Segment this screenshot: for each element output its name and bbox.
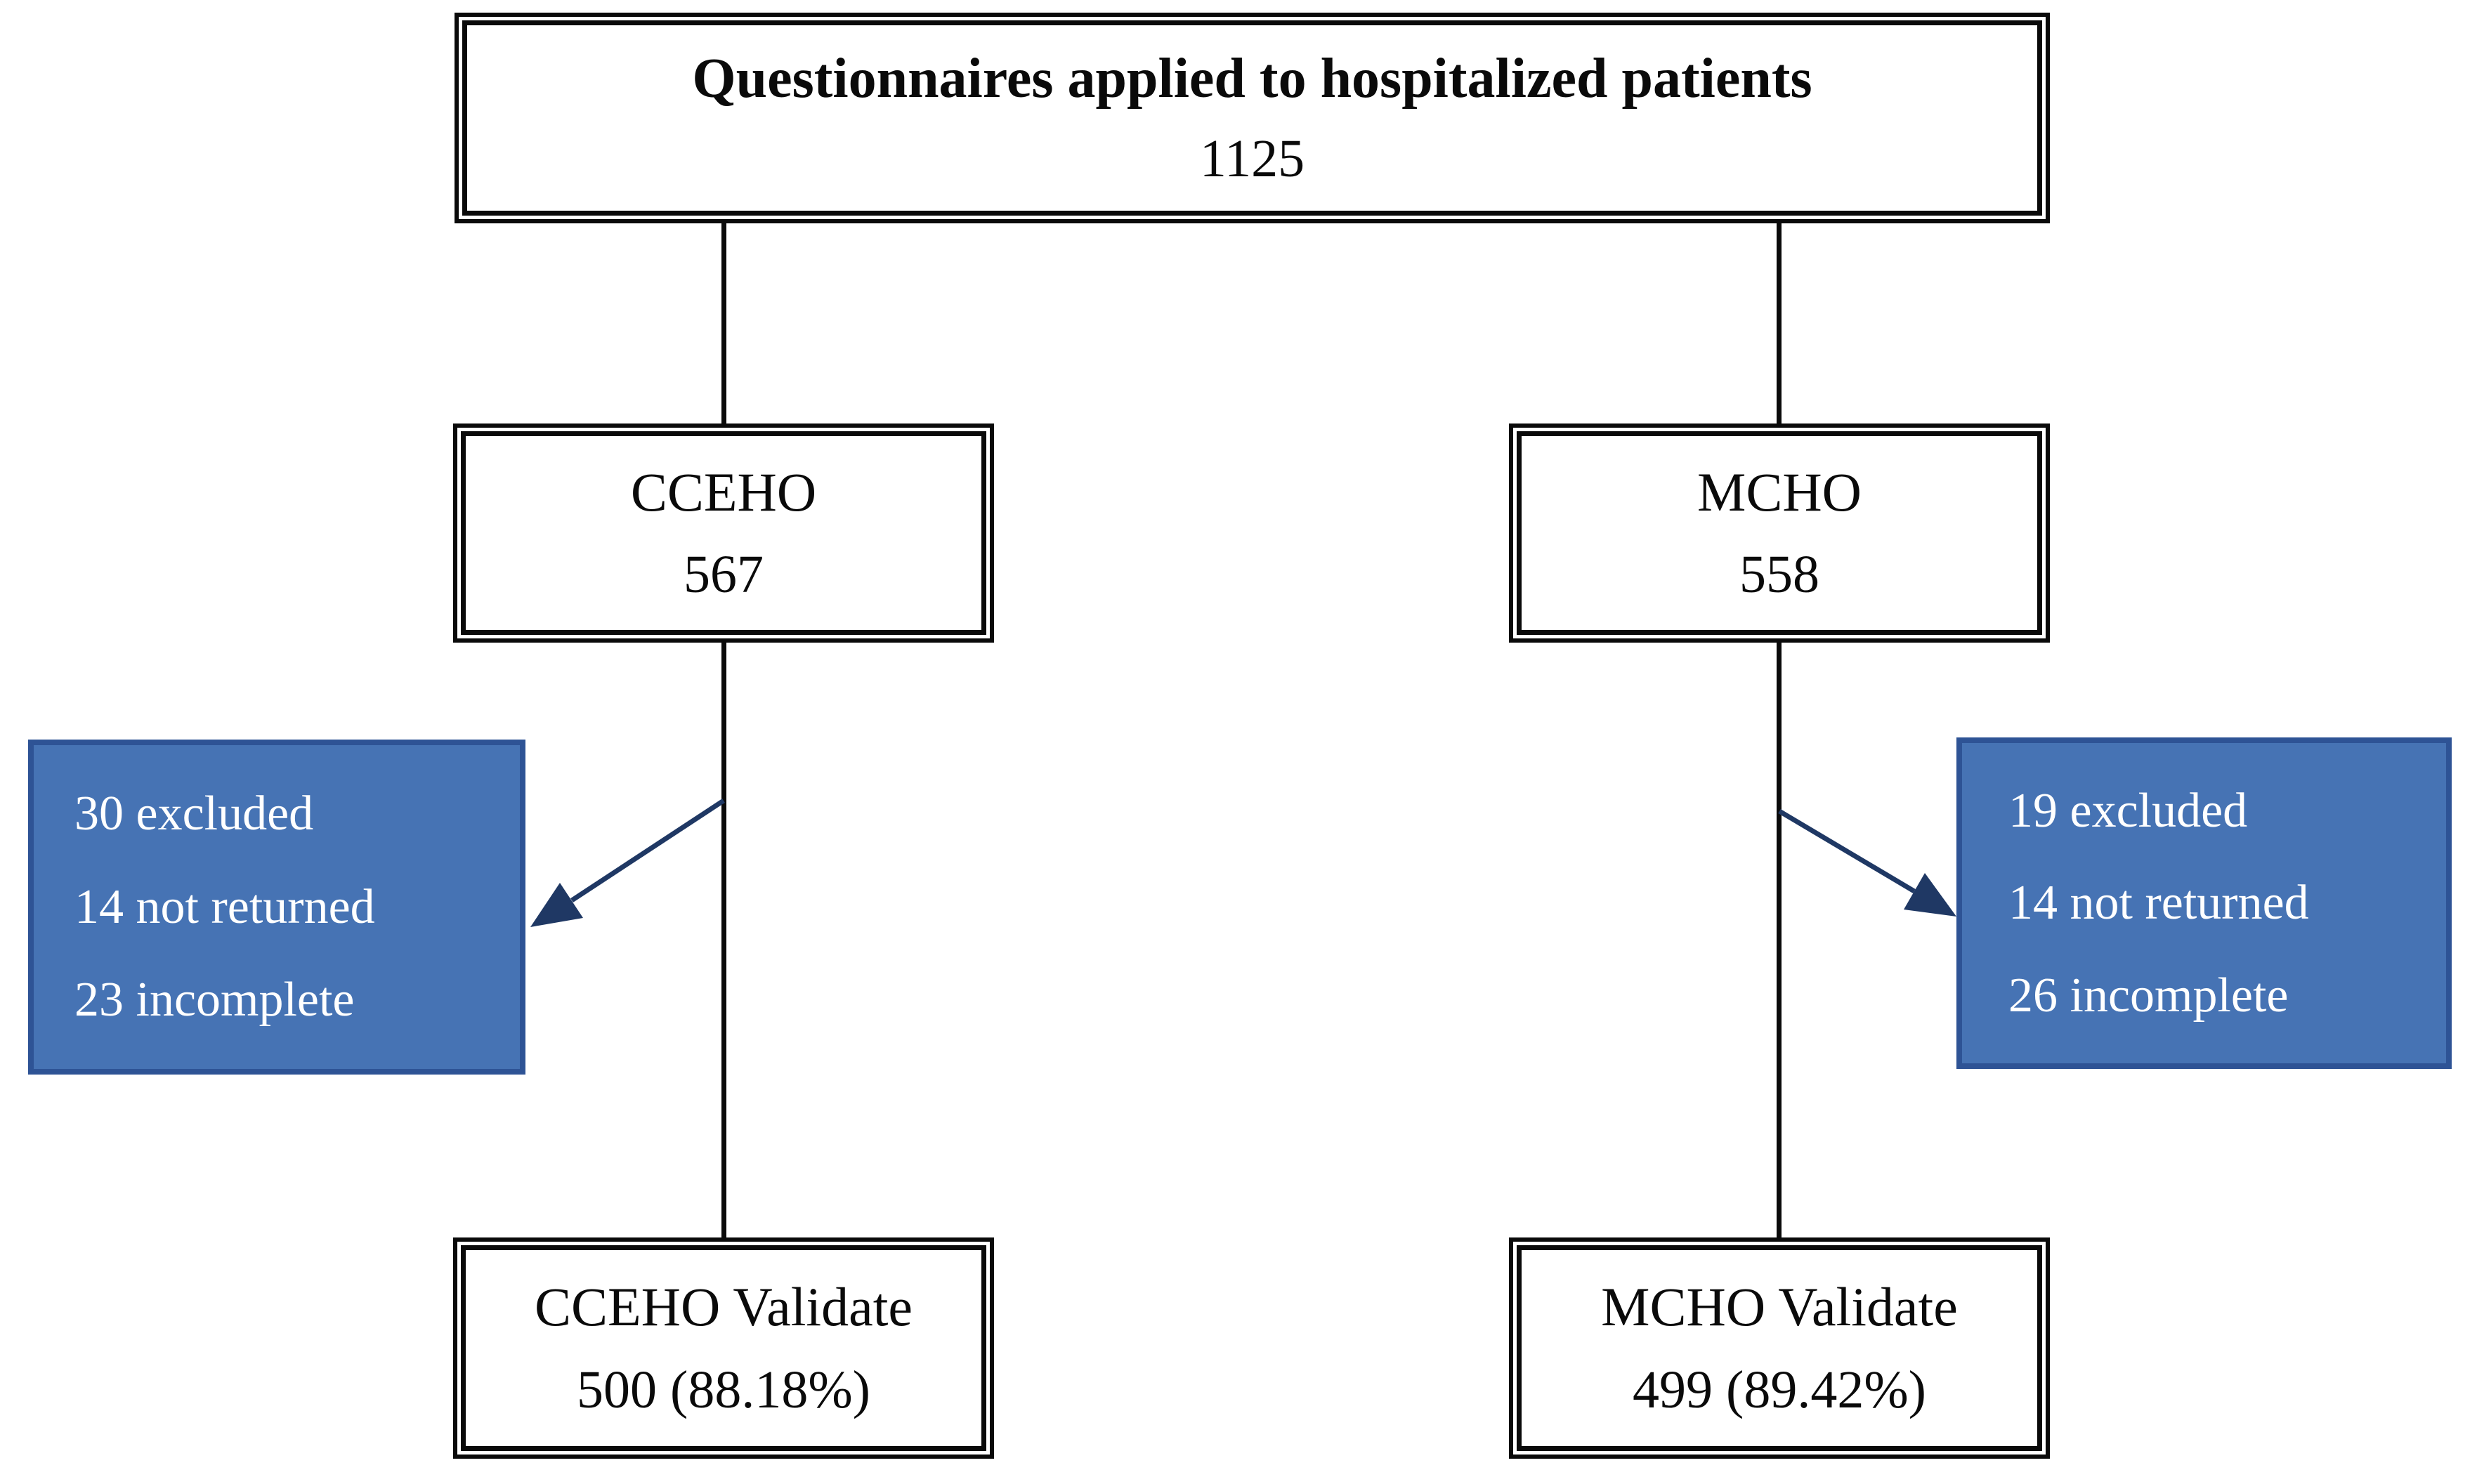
exclusion-left-line-2: 14 not returned [74,879,375,934]
connector-cceho-to-validate [721,643,726,1237]
node-questionnaires-count: 1125 [1199,129,1305,188]
node-cceho-validate-title: CCEHO Validate [534,1275,913,1337]
exclusion-box-right: 19 excluded 14 not returned 26 incomplet… [1956,737,2452,1069]
node-questionnaires-title: Questionnaires applied to hospitalized p… [692,48,1812,110]
connector-mcho-to-validate [1777,643,1782,1237]
node-mcho-validate-count: 499 (89.42%) [1633,1360,1926,1420]
exclusion-right-line-3: 26 incomplete [2008,968,2289,1023]
node-mcho-title: MCHO [1697,461,1862,523]
node-cceho-title: CCEHO [630,461,817,523]
exclusion-arrow-right [1778,808,1956,917]
node-mcho: MCHO 558 [1509,423,2050,643]
node-mcho-body: MCHO 558 [1517,431,2042,635]
exclusion-arrow-left [530,799,725,927]
exclusion-left-line-3: 23 incomplete [74,973,355,1027]
exclusion-right-line-2: 14 not returned [2008,876,2309,930]
connector-top-to-cceho [721,223,726,423]
node-mcho-validate-body: MCHO Validate 499 (89.42%) [1517,1245,2042,1451]
node-mcho-validate: MCHO Validate 499 (89.42%) [1509,1237,2050,1459]
node-mcho-validate-title: MCHO Validate [1601,1275,1958,1337]
node-cceho-body: CCEHO 567 [461,431,986,635]
node-mcho-count: 558 [1739,545,1819,605]
node-cceho-validate-body: CCEHO Validate 500 (88.18%) [461,1245,986,1451]
exclusion-box-left: 30 excluded 14 not returned 23 incomplet… [28,740,525,1075]
node-cceho-count: 567 [684,545,764,605]
node-questionnaires-body: Questionnaires applied to hospitalized p… [462,20,2042,216]
exclusion-right-line-1: 19 excluded [2008,783,2248,838]
node-cceho-validate-count: 500 (88.18%) [577,1360,870,1420]
node-cceho-validate: CCEHO Validate 500 (88.18%) [453,1237,994,1459]
connector-top-to-mcho [1777,223,1782,423]
exclusion-left-line-1: 30 excluded [74,786,314,841]
node-questionnaires: Questionnaires applied to hospitalized p… [455,13,2050,223]
node-cceho: CCEHO 567 [453,423,994,643]
